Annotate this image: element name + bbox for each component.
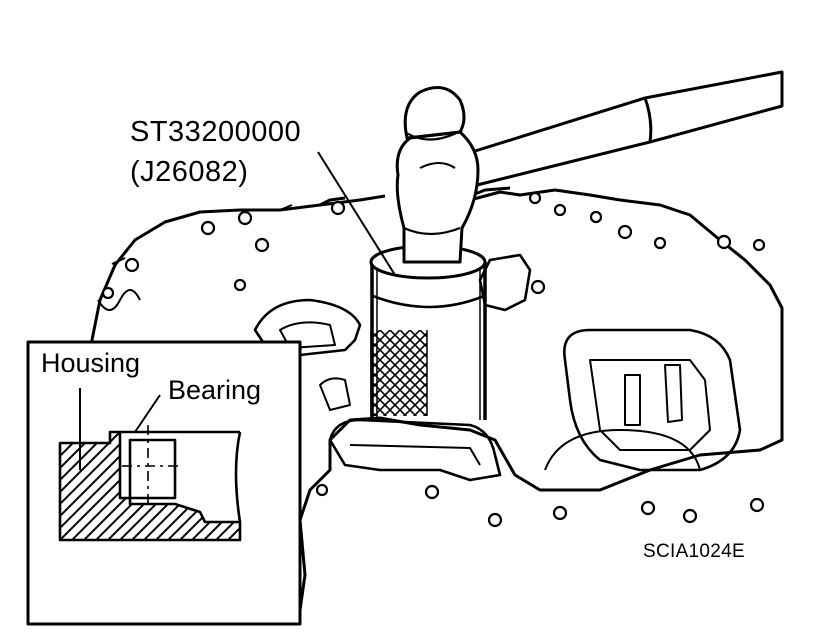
hammer	[395, 70, 784, 264]
housing-internal-features	[253, 253, 742, 482]
tool-alt-number-label: (J26082)	[130, 156, 249, 188]
housing-label: Housing	[41, 348, 141, 378]
inset-detail	[26, 340, 302, 626]
tool-leader-line	[317, 151, 396, 276]
drift-tool	[369, 244, 487, 420]
bearing-label: Bearing	[168, 375, 262, 405]
bolt-holes	[101, 191, 766, 528]
tool-number-label: ST33200000	[130, 116, 302, 148]
figure-code-label: SCIA1024E	[643, 541, 745, 562]
